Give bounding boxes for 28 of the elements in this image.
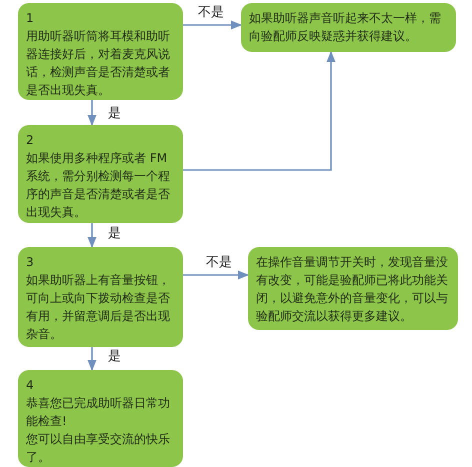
- step-number: 4: [26, 377, 35, 394]
- step-number: 3: [26, 254, 35, 271]
- step-text: 如果助听器上有音量按钮，可向上或向下拨动检查是否有用，并留意调后是否出现杂音。: [26, 272, 171, 343]
- arrow: [183, 50, 336, 171]
- arrow: [88, 223, 96, 248]
- process-box: [18, 370, 183, 467]
- step-text: 如果使用多种程序或者 FM 系统，需分别检测每一个程序的声音是否清楚或者是否出现失真。: [26, 150, 171, 221]
- arrow: [183, 270, 250, 280]
- step-text: 如果助听器声音听起来不太一样，需向验配师反映疑惑并获得建议。: [249, 10, 442, 45]
- edge-label: 是: [108, 349, 121, 364]
- process-box: [241, 3, 456, 52]
- edge-label: 不是: [206, 255, 232, 270]
- process-box: [18, 125, 183, 223]
- arrow: [88, 347, 96, 372]
- edge-label: 是: [108, 226, 121, 241]
- arrow: [88, 100, 96, 126]
- process-box: [18, 247, 183, 347]
- edge-label: 是: [108, 106, 121, 121]
- step-number: 1: [26, 10, 35, 27]
- step-number: 2: [26, 132, 35, 149]
- step-text: 恭喜您已完成助听器日常功能检查!: [26, 395, 171, 430]
- process-box: [18, 3, 183, 100]
- process-box: [248, 247, 458, 330]
- step-text: 您可以自由享受交流的快乐了。: [26, 431, 171, 466]
- edge-label: 不是: [198, 5, 224, 20]
- step-text: 用助听器听筒将耳模和助听器连接好后，对着麦克风说话，检测声音是否清楚或者是否出现失真。: [26, 28, 171, 99]
- arrow: [183, 20, 242, 30]
- step-text: 在操作音量调节开关时，发现音量没有改变，可能是验配师已将此功能关闭，以避免意外的音量变化，可以与验配师交流以获得更多建议。: [256, 254, 449, 325]
